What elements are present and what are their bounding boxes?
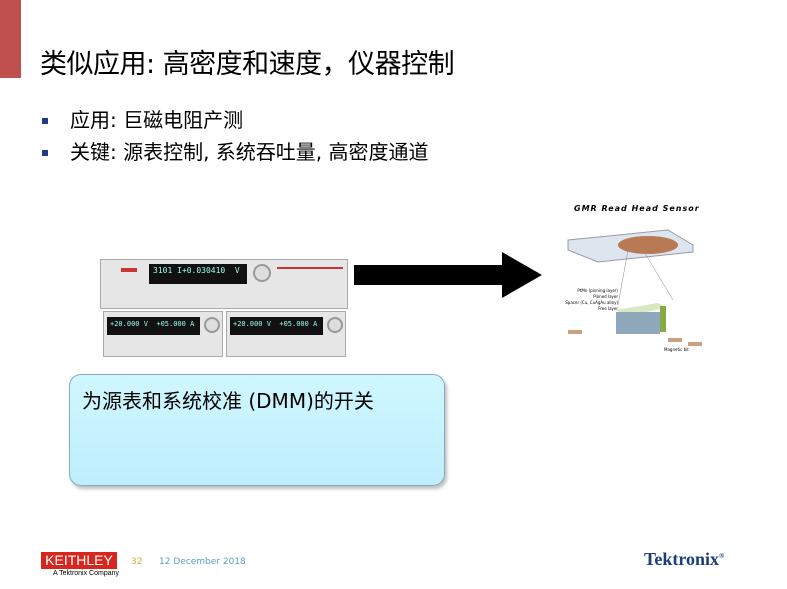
bullet-square-icon	[42, 118, 48, 124]
slide-date: 12 December 2018	[159, 557, 246, 567]
accent-bar	[0, 0, 21, 78]
smu-instrument: +20.000 V +05.000 A	[103, 311, 223, 357]
arrow-right-icon	[354, 252, 542, 298]
tektronix-logo: Tektronix®	[644, 549, 725, 569]
keithley-logo: KEITHLEY	[41, 552, 117, 569]
gmr-label: PtMn (pinning layer)	[577, 288, 618, 293]
gmr-sensor-image: GMR Read Head Sensor PtMn (pinning layer…	[548, 200, 708, 355]
instrument-display: +20.000 V +05.000 A	[230, 317, 323, 335]
gmr-label: Spacer (Cu, CuAgAu alloy)	[565, 300, 618, 305]
switch-instrument: 3101 I+0.030410 V	[100, 259, 348, 309]
slide-title: 类似应用: 高密度和速度，仪器控制	[40, 49, 455, 80]
callout-box: 为源表和系统校准 (DMM)的开关	[69, 374, 445, 486]
tektronix-logo-text: Tektronix	[644, 549, 720, 569]
page-number: 32	[131, 557, 143, 567]
bullet-item: 关键: 源表控制, 系统吞吐量, 高密度通道	[40, 138, 460, 166]
bullet-item: 应用: 巨磁电阻产测	[40, 106, 460, 134]
bullet-text: 关键: 源表控制, 系统吞吐量, 高密度通道	[70, 140, 429, 164]
keithley-logo-subtitle: A Tektronix Company	[53, 570, 120, 577]
bullet-list: 应用: 巨磁电阻产测 关键: 源表控制, 系统吞吐量, 高密度通道	[40, 106, 460, 170]
bullet-square-icon	[42, 150, 48, 156]
instrument-display: +20.000 V +05.000 A	[107, 317, 200, 335]
gmr-label: Free layer	[598, 306, 618, 311]
image-caption: GMR Read Head Sensor	[574, 204, 700, 213]
gmr-label: Pinned layer	[593, 294, 618, 299]
smu-instrument: +20.000 V +05.000 A	[226, 311, 346, 357]
callout-text: 为源表和系统校准 (DMM)的开关	[82, 389, 374, 413]
bullet-text: 应用: 巨磁电阻产测	[70, 108, 244, 132]
gmr-label: Magnetic bit	[664, 347, 689, 352]
instrument-display: 3101 I+0.030410 V	[149, 264, 247, 284]
